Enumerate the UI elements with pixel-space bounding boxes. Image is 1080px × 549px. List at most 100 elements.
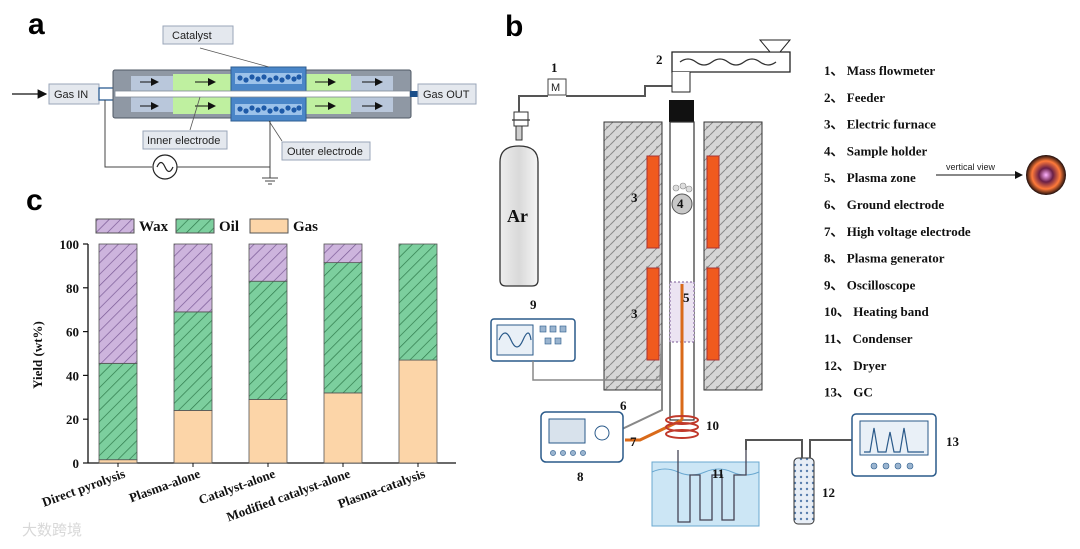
watermark: 大数跨境	[22, 521, 82, 539]
legend-swatch-wax	[95, 218, 135, 234]
bar-segment-wax	[323, 243, 363, 264]
gc-chromatogram-icon	[864, 427, 924, 453]
legend-label-gas: Gas	[293, 219, 318, 235]
heater-left-upper	[646, 155, 660, 249]
x-category-label: Plasma-alone	[127, 466, 202, 506]
part-number-8: 8	[577, 469, 584, 484]
x-category-label: Plasma-catalysis	[336, 466, 427, 511]
y-tick-label: 40	[66, 368, 79, 383]
generator-display	[548, 418, 586, 444]
panel-letter-c: c	[26, 184, 43, 217]
inner-electrode-label: Inner electrode	[147, 135, 220, 147]
feeder-body	[671, 51, 791, 73]
condenser-coil	[677, 450, 747, 523]
setup-legend-item: 5、 Plasma zone	[824, 170, 916, 185]
inner-electrode-box	[142, 130, 228, 150]
setup-legend-item: 2、 Feeder	[824, 90, 885, 105]
feeder-screw	[679, 58, 777, 66]
chart-legend: Wax Oil Gas	[95, 218, 318, 235]
setup-legend-item: 6、 Ground electrode	[824, 197, 944, 212]
bar-segment-oil	[173, 311, 213, 411]
part-number-10: 10	[706, 418, 719, 433]
gc-buttons	[870, 462, 914, 470]
cylinder-neck	[515, 125, 523, 141]
argon-cylinder	[499, 145, 539, 287]
y-tick-label: 0	[73, 456, 80, 471]
oscilloscope-screen	[496, 324, 534, 356]
line-to-dryer	[745, 439, 803, 458]
plasma-vertical-view-image	[1026, 155, 1066, 195]
panel-b-setup: Ar M	[490, 39, 1066, 527]
outer-electrode-leader	[268, 120, 283, 142]
argon-label: Ar	[507, 206, 528, 226]
setup-legend-item: 7、 High voltage electrode	[824, 224, 971, 239]
bar-segment-oil	[248, 280, 288, 400]
inner-electrode-rod	[114, 90, 411, 98]
flow-arrows	[140, 78, 383, 110]
circuit-wire-left	[104, 100, 152, 168]
legend-label-wax: Wax	[139, 219, 169, 235]
cylinder-valve	[513, 111, 529, 127]
part-number-3-lower: 3	[631, 306, 638, 321]
bar-segment-gas	[323, 392, 363, 464]
setup-legend-item: 9、 Oscilloscope	[824, 277, 916, 292]
tube-cap	[669, 100, 694, 122]
sample-particles	[672, 182, 693, 193]
panel-letter-b: b	[505, 10, 523, 43]
part-number-4: 4	[677, 196, 684, 211]
legend-swatch-oil	[175, 218, 215, 234]
heater-left-lower	[646, 267, 660, 361]
hv-wire	[625, 418, 683, 442]
part-number-7: 7	[630, 434, 637, 449]
line-to-gc	[809, 439, 852, 458]
setup-legend-item: 11、 Condenser	[824, 331, 913, 346]
catalyst-box	[162, 25, 234, 45]
gas-out-label: Gas OUT	[423, 89, 470, 101]
heater-right-lower	[706, 267, 720, 361]
bar-segment-gas	[173, 410, 213, 464]
ac-wave-icon	[156, 161, 174, 173]
outer-electrode-label: Outer electrode	[287, 146, 363, 158]
gas-out-box	[417, 83, 477, 105]
part-number-6: 6	[620, 398, 627, 413]
panel-letter-a: a	[28, 8, 45, 41]
setup-legend-item: 8、 Plasma generator	[824, 251, 945, 266]
part-number-13: 13	[946, 434, 960, 449]
y-tick-label: 80	[66, 281, 79, 296]
heater-right-upper	[706, 155, 720, 249]
part-number-2: 2	[656, 52, 663, 67]
part-number-11: 11	[712, 466, 724, 481]
dryer	[793, 457, 815, 525]
outlet-pipe	[410, 91, 418, 97]
gas-line-2	[566, 85, 672, 97]
bar-segment-wax	[173, 243, 213, 313]
bar-segment-oil	[398, 243, 438, 361]
panel-a-reactor: Gas IN	[12, 25, 477, 185]
feeder-hopper	[758, 39, 792, 53]
y-tick-label: 20	[66, 412, 79, 427]
ground-icon	[262, 177, 278, 185]
setup-legend-item: 3、 Electric furnace	[824, 117, 936, 132]
catalyst-leader-line	[199, 47, 270, 68]
bar-segment-gas	[398, 359, 438, 464]
legend-swatch-gas	[249, 218, 289, 234]
ground-electrode-wire	[619, 330, 663, 431]
part-number-3-upper: 3	[631, 190, 638, 205]
outer-electrode-box	[281, 141, 371, 161]
bar-segment-gas	[98, 459, 138, 464]
part-number-1: 1	[551, 60, 558, 75]
oscilloscope-buttons	[539, 325, 567, 345]
legend-label-oil: Oil	[219, 219, 239, 235]
vertical-view-label: vertical view	[946, 162, 996, 172]
y-axis-label: Yield (wt%)	[30, 321, 45, 389]
catalyst-beads	[237, 74, 302, 114]
bar-segment-oil	[323, 262, 363, 394]
generator-buttons	[550, 450, 586, 456]
heating-band	[665, 415, 699, 439]
sample-holder	[671, 193, 693, 215]
